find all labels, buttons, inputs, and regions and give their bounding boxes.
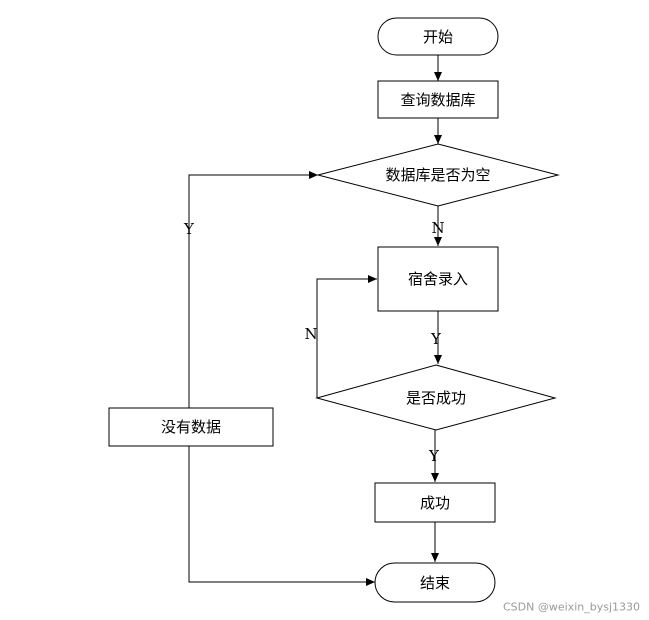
edge-label-empty-yes: Y xyxy=(183,220,195,238)
query-db-node: 查询数据库 xyxy=(377,80,499,119)
edge-label-retry-no: N xyxy=(304,325,317,343)
success-decision: 是否成功 xyxy=(315,364,557,431)
success-decision-label: 是否成功 xyxy=(406,389,466,407)
dorm-entry-node: 宿舍录入 xyxy=(377,246,499,312)
edge-retry-loop xyxy=(316,275,377,398)
edge-nodata-to-end xyxy=(188,446,375,586)
query-db-node-label: 查询数据库 xyxy=(400,91,475,109)
success-node-label: 成功 xyxy=(420,494,450,512)
end-node-label: 结束 xyxy=(420,574,450,592)
success-node: 成功 xyxy=(374,482,496,523)
edge-label-success-yes: Y xyxy=(428,447,440,465)
no-data-node-label: 没有数据 xyxy=(161,418,221,436)
edge-nodata-to-decision xyxy=(188,171,318,408)
start-node-label: 开始 xyxy=(423,28,453,46)
csdn-watermark: CSDN @weixin_bysj1330 xyxy=(503,601,640,614)
db-empty-decision: 数据库是否为空 xyxy=(316,143,560,207)
edge-label-empty-no: N xyxy=(431,219,444,237)
start-node: 开始 xyxy=(377,17,499,56)
end-node: 结束 xyxy=(374,562,496,603)
db-empty-decision-label: 数据库是否为空 xyxy=(385,166,490,184)
edge-label-entry-yes: Y xyxy=(430,330,442,348)
no-data-node: 没有数据 xyxy=(108,407,274,447)
dorm-entry-node-label: 宿舍录入 xyxy=(408,270,468,288)
